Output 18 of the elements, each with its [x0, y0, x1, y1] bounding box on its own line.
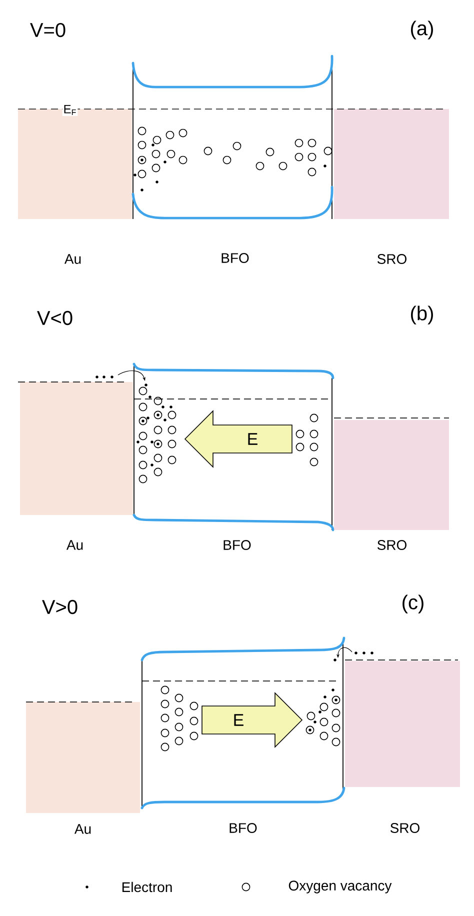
material-label: BFO — [224, 540, 251, 550]
material-label: SRO — [390, 823, 420, 833]
material-label: Au — [64, 254, 81, 264]
material-label: Au — [74, 824, 91, 834]
voltage-label: V<0 — [37, 310, 72, 326]
legend-text: Oxygen vacancy — [288, 880, 392, 894]
material-label: BFO — [222, 253, 249, 263]
voltage-label: V>0 — [42, 600, 78, 614]
material-label: SRO — [377, 254, 406, 264]
material-label: SRO — [377, 540, 406, 550]
panel-letter: (c) — [402, 594, 424, 614]
fermi-level-label: E$_{F}$ — [62, 104, 78, 116]
material-label: Au — [66, 540, 83, 550]
voltage-label: V=0 — [30, 22, 66, 38]
legend-text: Electron — [122, 882, 172, 892]
material-label: BFO — [230, 823, 257, 833]
panel-letter: (b) — [411, 306, 433, 324]
panel-letter: (a) — [411, 20, 433, 40]
